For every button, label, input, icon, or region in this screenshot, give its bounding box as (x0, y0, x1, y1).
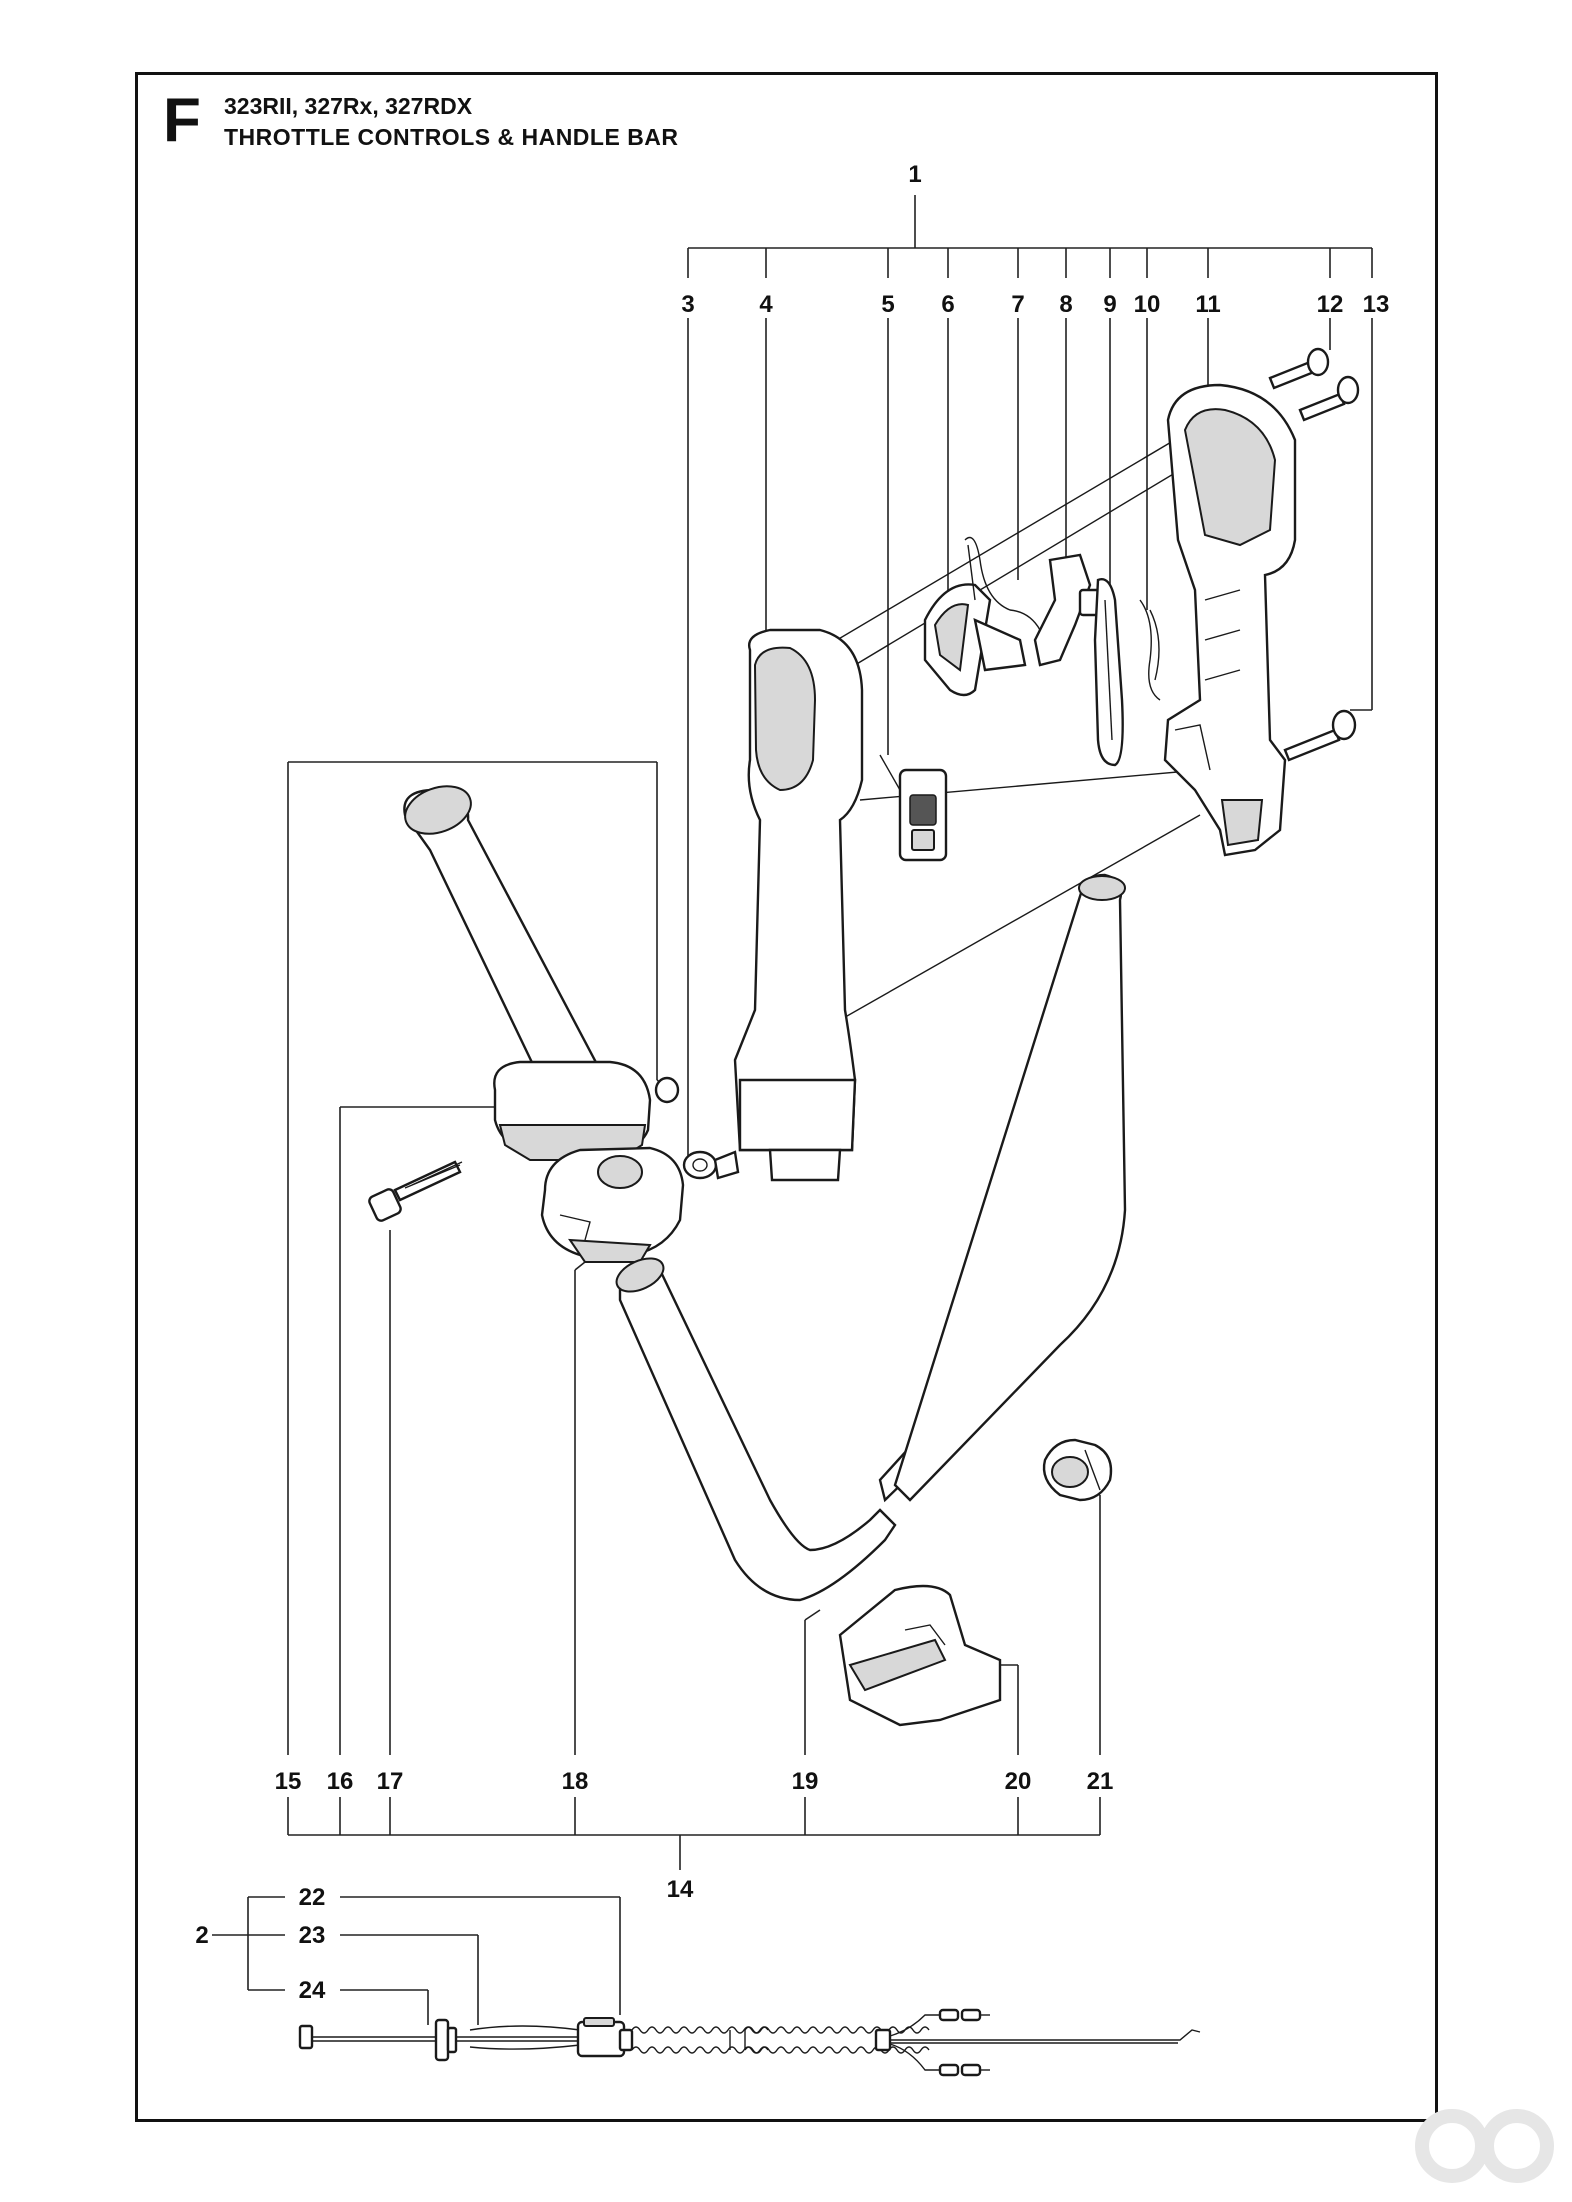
callout-22: 22 (299, 1884, 326, 1911)
screw-13 (1283, 709, 1357, 762)
harness-bracket-20 (838, 1584, 1002, 1727)
callout-8: 8 (1059, 291, 1072, 318)
throttle-cable-2 (298, 2008, 1201, 2077)
section-letter: F (163, 86, 201, 155)
callout-9: 9 (1103, 291, 1116, 318)
throttle-handle-half-11 (1163, 383, 1297, 857)
callout-19: 19 (792, 1768, 819, 1795)
model-list: 323RII, 327Rx, 327RDX (224, 93, 473, 119)
clamp-screw-17 (368, 1160, 463, 1222)
locking-knob-21 (1042, 1438, 1113, 1502)
callout-4: 4 (759, 291, 773, 318)
handle-grip-15 (403, 785, 680, 1161)
callout-15: 15 (275, 1768, 302, 1795)
callout-5: 5 (881, 291, 894, 318)
callout-13: 13 (1363, 291, 1390, 318)
callout-tree-assembly-2 (212, 1896, 621, 2025)
handle-bar-tube-19 (615, 873, 1127, 1602)
throttle-trigger-6 (923, 583, 1027, 697)
explode-axis-lines (819, 424, 1231, 1021)
throttle-handle-half-4 (682, 628, 864, 1182)
callout-18: 18 (562, 1768, 589, 1795)
cable-lever-9 (1093, 578, 1124, 767)
callout-labels: 1 3 4 5 6 7 8 9 10 11 12 13 15 16 17 18 … (195, 161, 1389, 2004)
watermark-logo-icon (1412, 2106, 1562, 2191)
callout-11: 11 (1195, 291, 1220, 318)
spring-7 (964, 536, 1041, 631)
callout-2: 2 (195, 1922, 208, 1949)
callout-23: 23 (299, 1922, 326, 1949)
callout-17: 17 (377, 1768, 404, 1795)
callout-14: 14 (667, 1876, 694, 1903)
callout-21: 21 (1087, 1768, 1114, 1795)
callout-tree-assembly-14 (287, 761, 1101, 1870)
callout-12: 12 (1317, 291, 1344, 318)
callout-10: 10 (1134, 291, 1161, 318)
callout-6: 6 (941, 291, 954, 318)
callout-20: 20 (1005, 1768, 1032, 1795)
callout-16: 16 (327, 1768, 354, 1795)
screws-12 (1268, 347, 1360, 422)
throttle-lockout-8 (1033, 553, 1102, 667)
stop-switch-5 (879, 754, 948, 862)
wire-spring-10 (1139, 599, 1161, 701)
callout-24: 24 (299, 1977, 326, 2004)
callout-1: 1 (908, 161, 921, 188)
handle-clamp-18 (540, 1146, 685, 1263)
diagram-title: THROTTLE CONTROLS & HANDLE BAR (224, 124, 679, 150)
callout-tree-assembly-1 (687, 195, 1373, 1166)
callout-7: 7 (1011, 291, 1024, 318)
diagram-frame (135, 72, 1438, 2122)
callout-3: 3 (681, 291, 694, 318)
